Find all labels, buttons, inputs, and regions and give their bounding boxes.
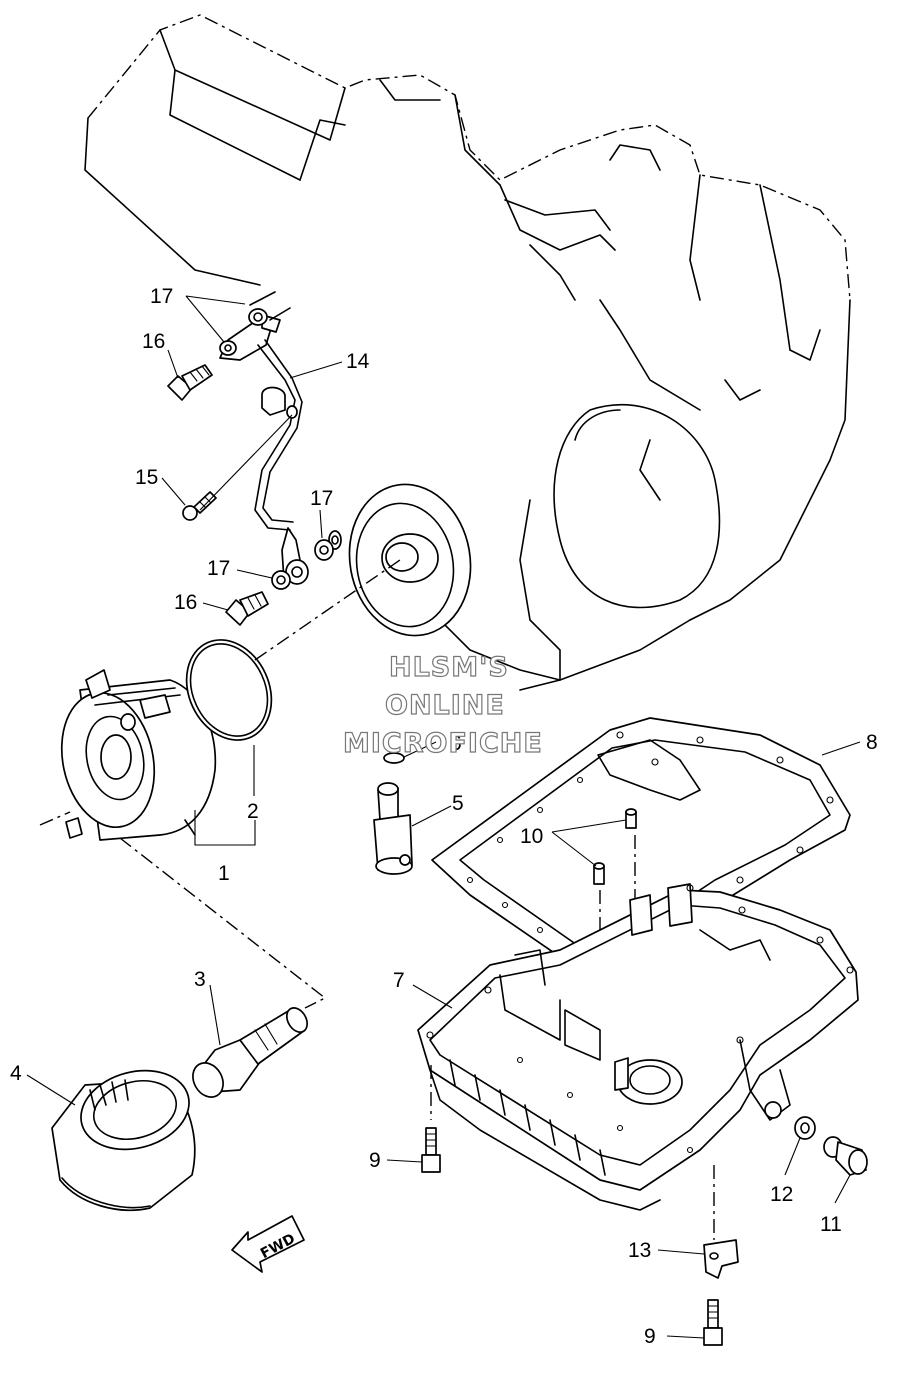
- alignment-line-cooler: [254, 559, 401, 661]
- watermark-line-1: HLSM'S: [389, 652, 509, 683]
- callout-14: 14: [346, 350, 370, 373]
- union-bolt-16-lower: [225, 591, 269, 626]
- callout-16-upper: 16: [142, 330, 165, 353]
- washer-17-lower: [271, 570, 291, 590]
- callout-6: 6: [450, 732, 462, 755]
- engine-block-outline: [84, 14, 851, 691]
- callout-9-lower: 9: [644, 1325, 656, 1348]
- washer-17-upper: [248, 291, 291, 326]
- callout-1: 1: [218, 862, 230, 885]
- callout-5: 5: [452, 792, 464, 815]
- callout-17-right: 17: [310, 487, 333, 510]
- callout-labels: 1 2 3 4 5 6 7 8 9 9 10 11 12 13 14 15 16…: [10, 285, 878, 1348]
- callout-17-lower: 17: [207, 557, 230, 580]
- bolt-9-upper: [421, 1127, 441, 1173]
- leader-lines: [26, 295, 861, 1339]
- oil-pipe-assembly: [219, 314, 309, 585]
- callout-13: 13: [628, 1239, 651, 1262]
- callout-2: 2: [247, 800, 259, 823]
- o-ring-6: [383, 752, 405, 764]
- alignment-line-filter-group: [39, 811, 327, 1009]
- callout-3: 3: [194, 968, 206, 991]
- callout-17-upper: 17: [150, 285, 173, 308]
- bracket-13: [703, 1239, 739, 1279]
- watermark: HLSM'S ONLINE MICROFICHE: [342, 651, 543, 759]
- callout-4: 4: [10, 1062, 22, 1085]
- dowel-pin-10-upper: [625, 808, 637, 829]
- union-bolt-3: [192, 1007, 308, 1098]
- strainer-5: [373, 782, 413, 875]
- dowel-pin-10-lower: [593, 862, 605, 885]
- union-bolt-16-upper: [167, 364, 213, 401]
- callout-9-upper: 9: [369, 1149, 381, 1172]
- bolt-15: [182, 491, 217, 521]
- callout-12: 12: [770, 1183, 793, 1206]
- drain-bolt-11: [823, 1136, 868, 1176]
- bolt-9-lower: [703, 1299, 723, 1346]
- o-ring-2: [185, 639, 273, 741]
- callout-7: 7: [393, 969, 405, 992]
- fwd-arrow: FWD: [231, 1215, 305, 1273]
- washer-17-right: [314, 539, 334, 561]
- gasket-12: [794, 1116, 816, 1140]
- oil-cooler: [60, 669, 217, 841]
- callout-15: 15: [135, 466, 158, 489]
- watermark-line-3: MICROFICHE: [343, 728, 543, 759]
- engine-cover-round: [328, 483, 472, 637]
- bracket-item-1: [194, 810, 256, 846]
- oil-filter: [51, 1069, 196, 1211]
- callout-8: 8: [866, 731, 878, 754]
- oil-pan: [417, 883, 859, 1211]
- callout-16-lower: 16: [174, 591, 197, 614]
- callout-11: 11: [820, 1213, 842, 1236]
- watermark-line-2: ONLINE: [385, 690, 505, 721]
- callout-10: 10: [520, 825, 543, 848]
